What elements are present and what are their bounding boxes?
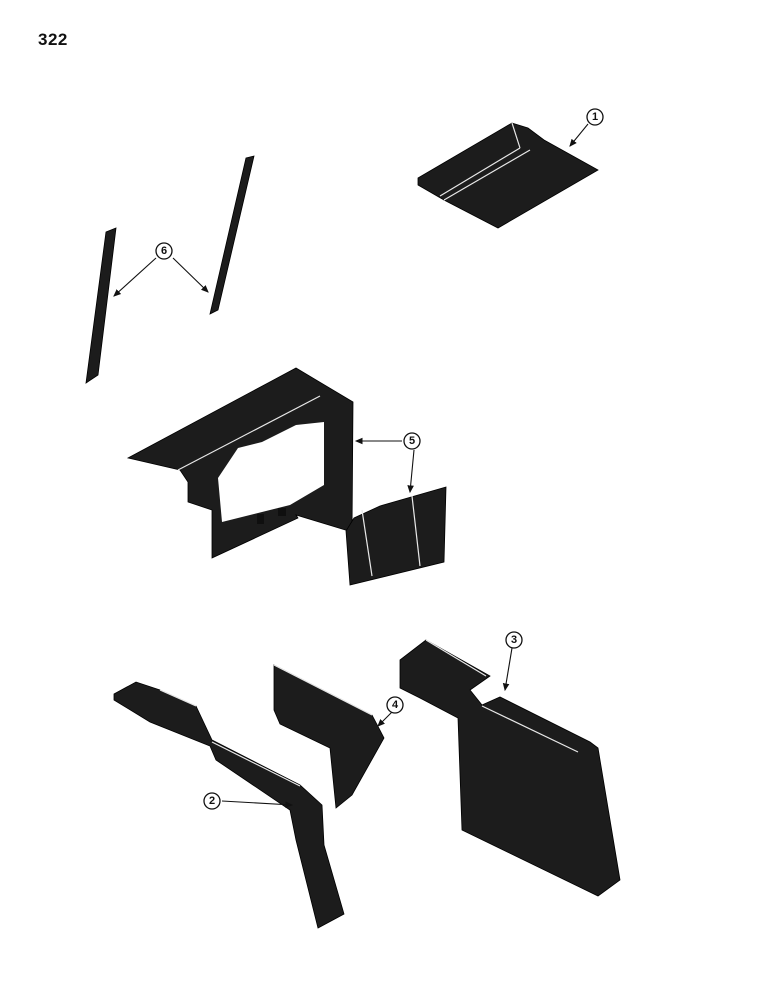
- callout-4-label: 4: [392, 699, 399, 711]
- leader-6a: [113, 257, 157, 297]
- callout-6-label: 6: [161, 245, 167, 257]
- callout-3: 3: [505, 631, 523, 649]
- part-3-cowl-panel: [399, 639, 621, 897]
- callout-4: 4: [386, 696, 404, 714]
- part-5-side-panel: [345, 486, 447, 586]
- leader-4: [377, 710, 394, 727]
- leader-lines: [113, 123, 589, 808]
- callout-1: 1: [586, 108, 604, 126]
- leader-6b: [172, 257, 209, 293]
- part-2-tunnel-trim: [113, 681, 345, 929]
- leader-3: [502, 647, 513, 692]
- callout-5-label: 5: [409, 435, 415, 447]
- page-number: 322: [38, 30, 68, 49]
- callout-1-label: 1: [592, 111, 598, 123]
- callout-5: 5: [403, 432, 421, 450]
- callout-3-label: 3: [511, 634, 517, 646]
- callout-2: 2: [203, 792, 221, 810]
- callout-2-label: 2: [209, 795, 215, 807]
- leader-1: [569, 123, 589, 147]
- part-1-floor-mat: [417, 122, 599, 229]
- callout-6: 6: [155, 242, 173, 260]
- part-4-side-panel: [273, 664, 385, 809]
- part-6-pillar-strips: [85, 155, 255, 384]
- leader-2: [221, 800, 294, 808]
- leader-5b: [407, 449, 415, 494]
- part-5-dash-panel: [126, 367, 354, 559]
